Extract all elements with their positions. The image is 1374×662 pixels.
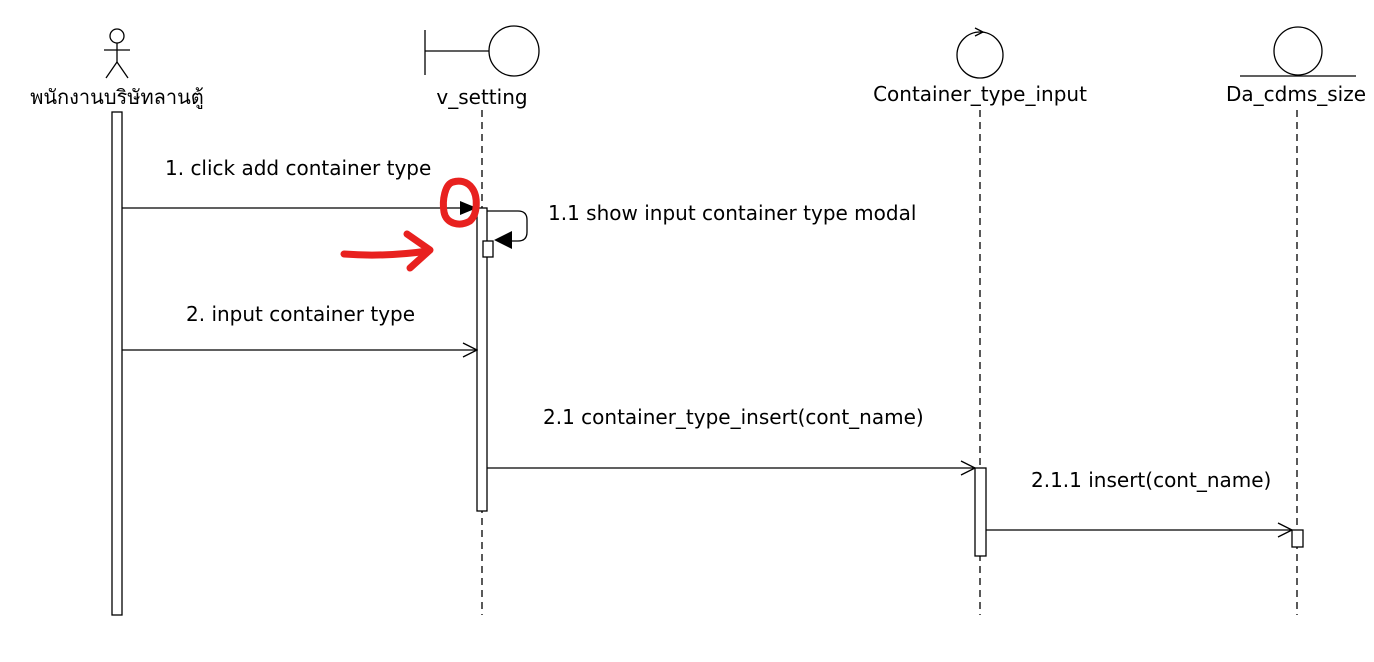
entity-label: Da_cdms_size (1226, 82, 1366, 106)
boundary-label: v_setting (436, 85, 527, 109)
control-activation-bar (974, 467, 987, 557)
red-pointer-arrow-shaft (340, 247, 432, 259)
red-highlight-circle (439, 177, 480, 228)
actor-activation-bar (111, 111, 123, 616)
message-2-label: 2. input container type (186, 302, 415, 326)
message-1-1-label: 1.1 show input container type modal (548, 201, 916, 225)
boundary-activation-bar (476, 207, 488, 512)
message-1-arrowhead (460, 201, 477, 215)
control-icon (956, 27, 1004, 79)
actor-label: พนักงานบริษัทลานตู้ (30, 85, 204, 110)
entity-activation-bar (1291, 529, 1304, 548)
message-1-label: 1. click add container type (165, 156, 431, 180)
red-pointer-arrow-head (403, 230, 434, 272)
message-1-1-line (487, 210, 528, 242)
message-2-1-label: 2.1 container_type_insert(cont_name) (543, 405, 924, 429)
entity-icon (1240, 26, 1356, 77)
self-call-activation-bar (482, 240, 494, 258)
control-label: Container_type_input (873, 82, 1087, 106)
boundary-icon (424, 25, 540, 77)
message-1-1-arrowhead (494, 231, 512, 249)
actor-figure (104, 28, 130, 79)
message-2-1-1-label: 2.1.1 insert(cont_name) (1031, 468, 1271, 492)
